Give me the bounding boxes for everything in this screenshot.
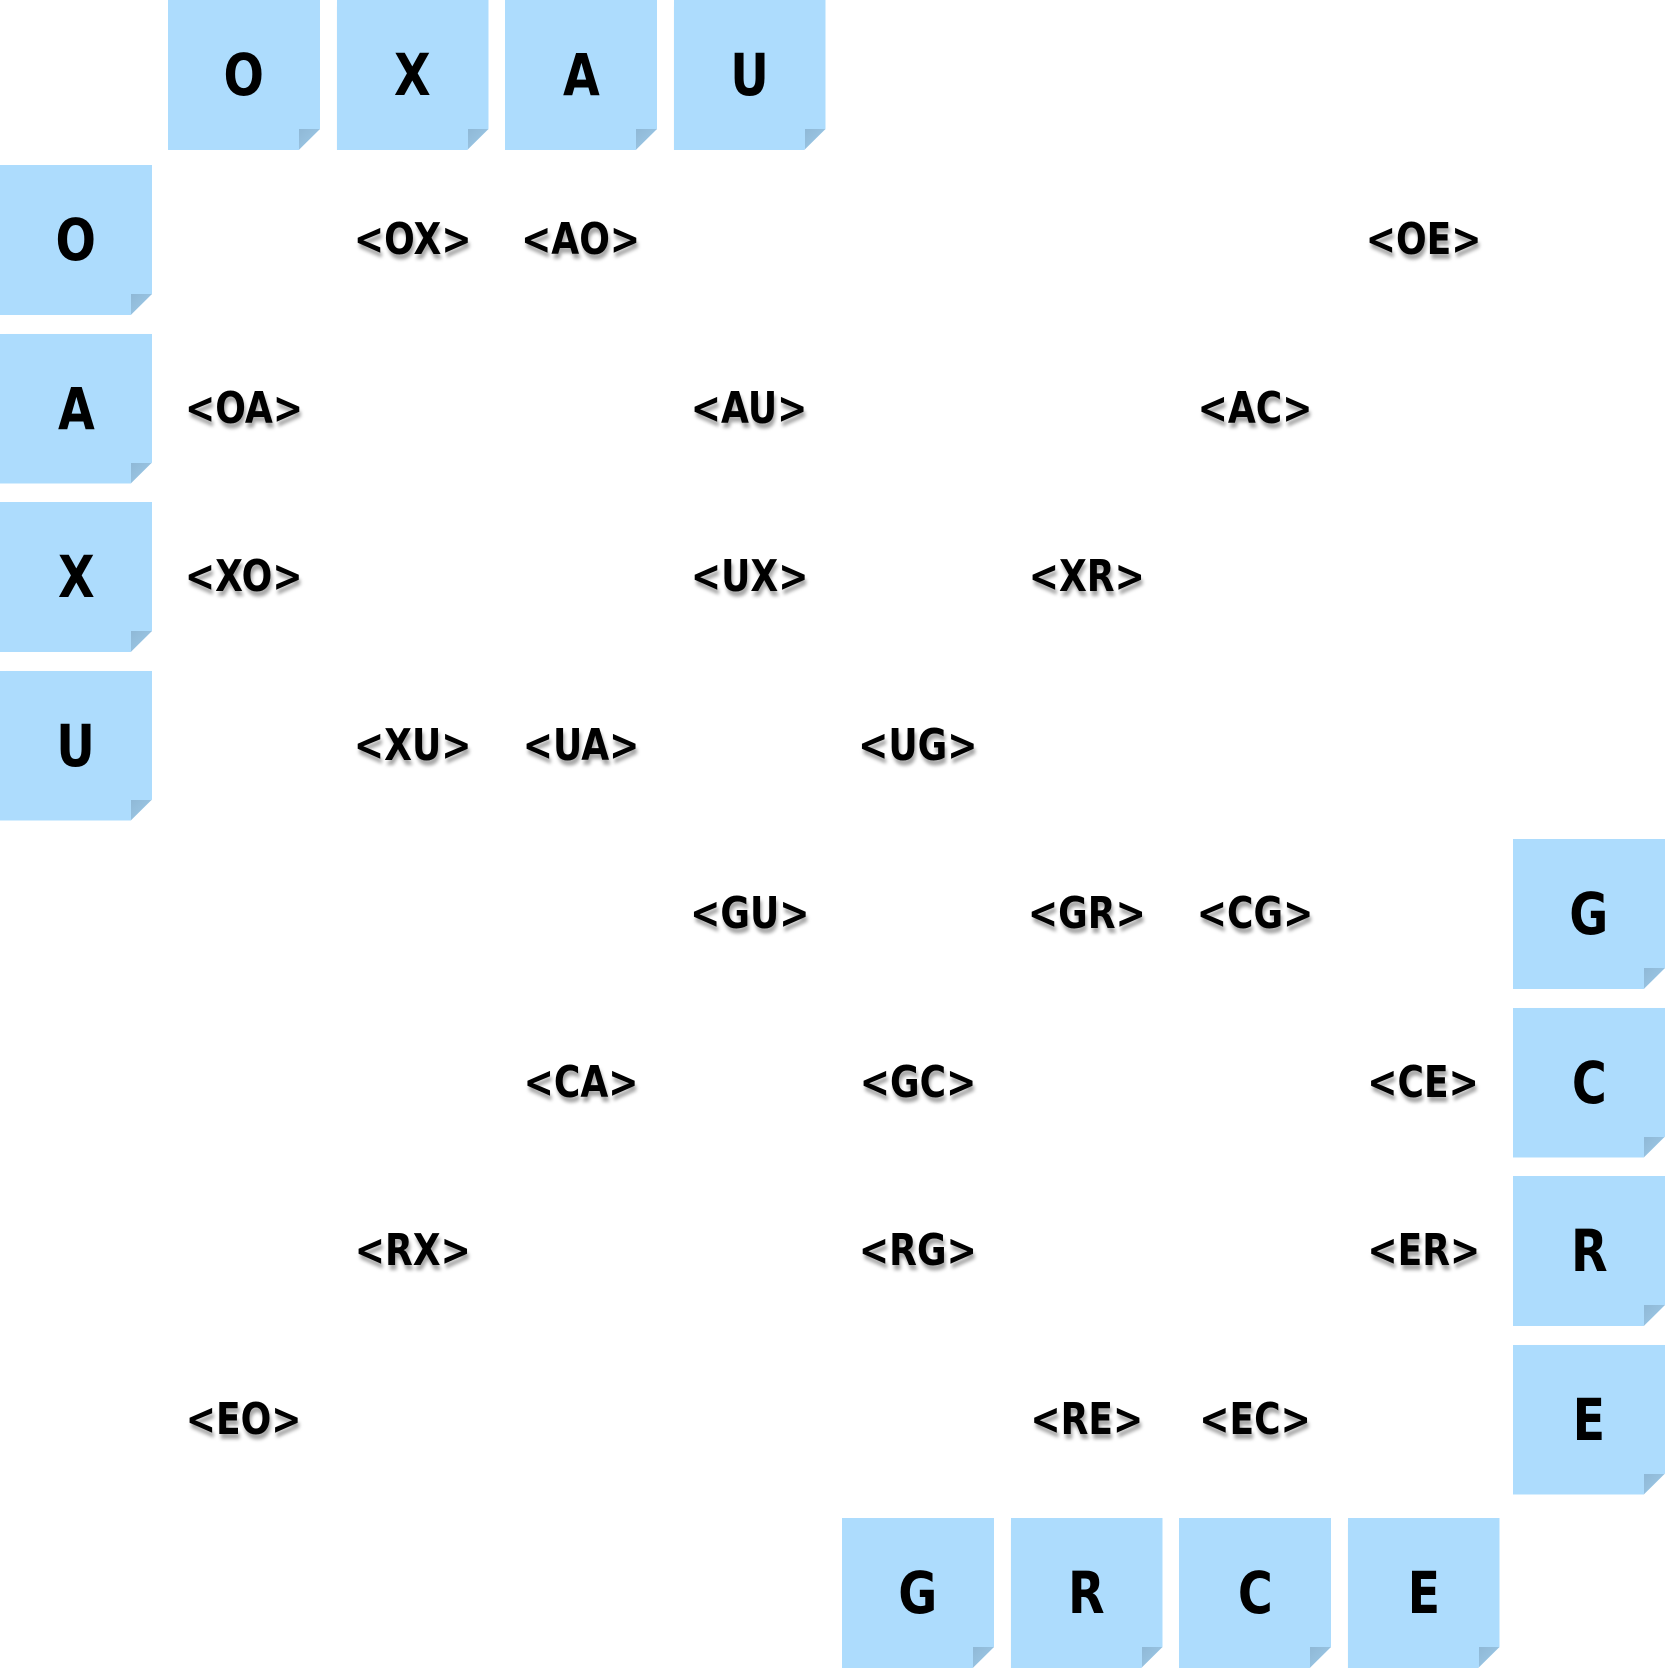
note-label: C: [1237, 1559, 1273, 1627]
right-note-g: G: [1513, 839, 1665, 989]
note-label: R: [1570, 1217, 1608, 1285]
pair-cell: <RG>: [842, 1176, 994, 1326]
bottom-note-c: C: [1179, 1518, 1331, 1668]
pair-label: <AC>: [1197, 382, 1313, 434]
right-note-e: E: [1513, 1344, 1665, 1495]
right-note-c: C: [1513, 1007, 1665, 1158]
pair-label: <ER>: [1367, 1225, 1480, 1276]
pair-label: <UA>: [522, 719, 640, 771]
pair-cell: <AC>: [1179, 334, 1331, 484]
pair-label: <EC>: [1199, 1393, 1311, 1445]
note-label: A: [562, 41, 600, 109]
pair-label: <CE>: [1367, 1056, 1480, 1108]
note-label: A: [57, 374, 95, 443]
pair-cell: <GR>: [1011, 839, 1163, 989]
pair-cell: <GU>: [674, 839, 826, 989]
pair-label: <RE>: [1030, 1393, 1143, 1445]
pair-cell: <XO>: [168, 502, 320, 652]
pair-cell: <OE>: [1348, 165, 1500, 315]
note-label: E: [1572, 1385, 1606, 1454]
note-label: X: [394, 41, 431, 109]
pair-label: <AO>: [521, 214, 641, 265]
bottom-note-r: R: [1010, 1518, 1163, 1668]
pair-label: <RX>: [354, 1225, 471, 1276]
pair-label: <XU>: [353, 719, 472, 771]
top-note-a: A: [505, 0, 657, 150]
pair-cell: <GC>: [842, 1008, 994, 1158]
left-note-o: O: [0, 165, 152, 315]
note-label: X: [57, 543, 95, 611]
pair-cell: <RE>: [1011, 1345, 1163, 1495]
bottom-note-g: G: [842, 1518, 994, 1668]
pair-cell: <XR>: [1011, 502, 1163, 652]
pair-label: <OA>: [184, 382, 304, 434]
pair-cell: <XU>: [337, 671, 489, 821]
pair-label: <XO>: [185, 551, 303, 602]
note-label: G: [1569, 880, 1609, 948]
pair-cell: <CG>: [1179, 839, 1331, 989]
pair-label: <UX>: [690, 551, 809, 602]
pair-label: <GU>: [689, 888, 810, 939]
pair-label: <UG>: [858, 719, 978, 771]
top-note-x: X: [336, 0, 489, 150]
left-note-u: U: [0, 670, 152, 821]
note-label: U: [56, 711, 96, 780]
top-note-u: U: [673, 0, 826, 150]
pair-label: <GC>: [859, 1056, 977, 1108]
top-note-o: O: [168, 0, 320, 150]
note-label: O: [55, 206, 97, 274]
pair-cell: <CA>: [505, 1008, 657, 1158]
note-label: O: [223, 41, 265, 109]
pair-label: <OE>: [1365, 214, 1482, 265]
pair-label: <GR>: [1027, 888, 1146, 939]
pair-label: <OX>: [353, 214, 472, 265]
pair-cell: <OX>: [337, 165, 489, 315]
pair-cell: <UG>: [842, 671, 994, 821]
pair-cell: <CE>: [1348, 1008, 1500, 1158]
pair-cell: <AO>: [505, 165, 657, 315]
note-label: G: [898, 1559, 938, 1627]
note-label: R: [1068, 1559, 1105, 1627]
pair-cell: <RX>: [337, 1176, 489, 1326]
pair-cell: <UA>: [505, 671, 657, 821]
left-note-x: X: [0, 502, 152, 652]
pair-cell: <EO>: [168, 1345, 320, 1495]
pair-label: <XR>: [1028, 551, 1145, 602]
pair-label: <RG>: [859, 1225, 977, 1276]
pair-cell: <ER>: [1348, 1176, 1500, 1326]
note-label: E: [1407, 1559, 1440, 1627]
bottom-note-e: E: [1347, 1518, 1500, 1668]
left-note-a: A: [0, 333, 152, 484]
pair-label: <CA>: [523, 1056, 639, 1108]
note-label: C: [1571, 1048, 1607, 1117]
pair-cell: <AU>: [674, 334, 826, 484]
pair-label: <AU>: [691, 382, 808, 434]
pair-cell: <UX>: [674, 502, 826, 652]
pair-cell: <OA>: [168, 334, 320, 484]
pair-cell: <EC>: [1179, 1345, 1331, 1495]
right-note-r: R: [1513, 1176, 1665, 1326]
pair-label: <CG>: [1196, 888, 1314, 939]
pair-label: <EO>: [186, 1393, 302, 1445]
note-label: U: [730, 41, 769, 109]
